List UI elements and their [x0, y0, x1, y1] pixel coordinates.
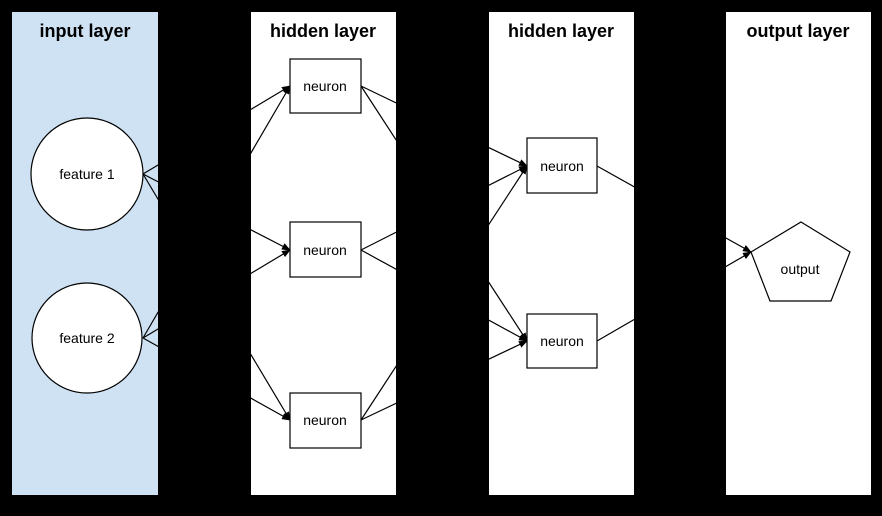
node-feature-2 [31, 282, 143, 394]
panel-gap-mask [634, 0, 726, 516]
hidden-layer-1-title: hidden layer [270, 21, 376, 41]
node-hidden2-neuron-2 [526, 313, 598, 369]
hidden-layer-2-panel [489, 12, 634, 495]
node-label-output: output [781, 261, 820, 277]
node-hidden1-neuron-1 [289, 58, 362, 114]
hidden-layer-2-title: hidden layer [508, 21, 614, 41]
panel-gap-mask [158, 0, 251, 516]
node-label-h1n2: neuron [303, 242, 347, 258]
input-layer-panel [12, 12, 158, 495]
node-label-h2n2: neuron [540, 333, 584, 349]
node-feature-1 [30, 117, 144, 231]
node-label-h1n3: neuron [303, 412, 347, 428]
node-hidden1-neuron-2 [289, 221, 362, 278]
node-label-feature-1: feature 1 [59, 166, 114, 182]
node-label-h2n1: neuron [540, 158, 584, 174]
output-layer-title: output layer [746, 21, 849, 41]
input-layer-title: input layer [39, 21, 130, 41]
node-label-feature-2: feature 2 [59, 330, 114, 346]
panel-gap-masks [158, 0, 726, 516]
node-label-h1n1: neuron [303, 78, 347, 94]
panel-gap-mask [396, 0, 489, 516]
node-hidden2-neuron-1 [526, 137, 598, 194]
node-output-pentagon [750, 221, 851, 302]
node-hidden1-neuron-3 [289, 392, 362, 449]
